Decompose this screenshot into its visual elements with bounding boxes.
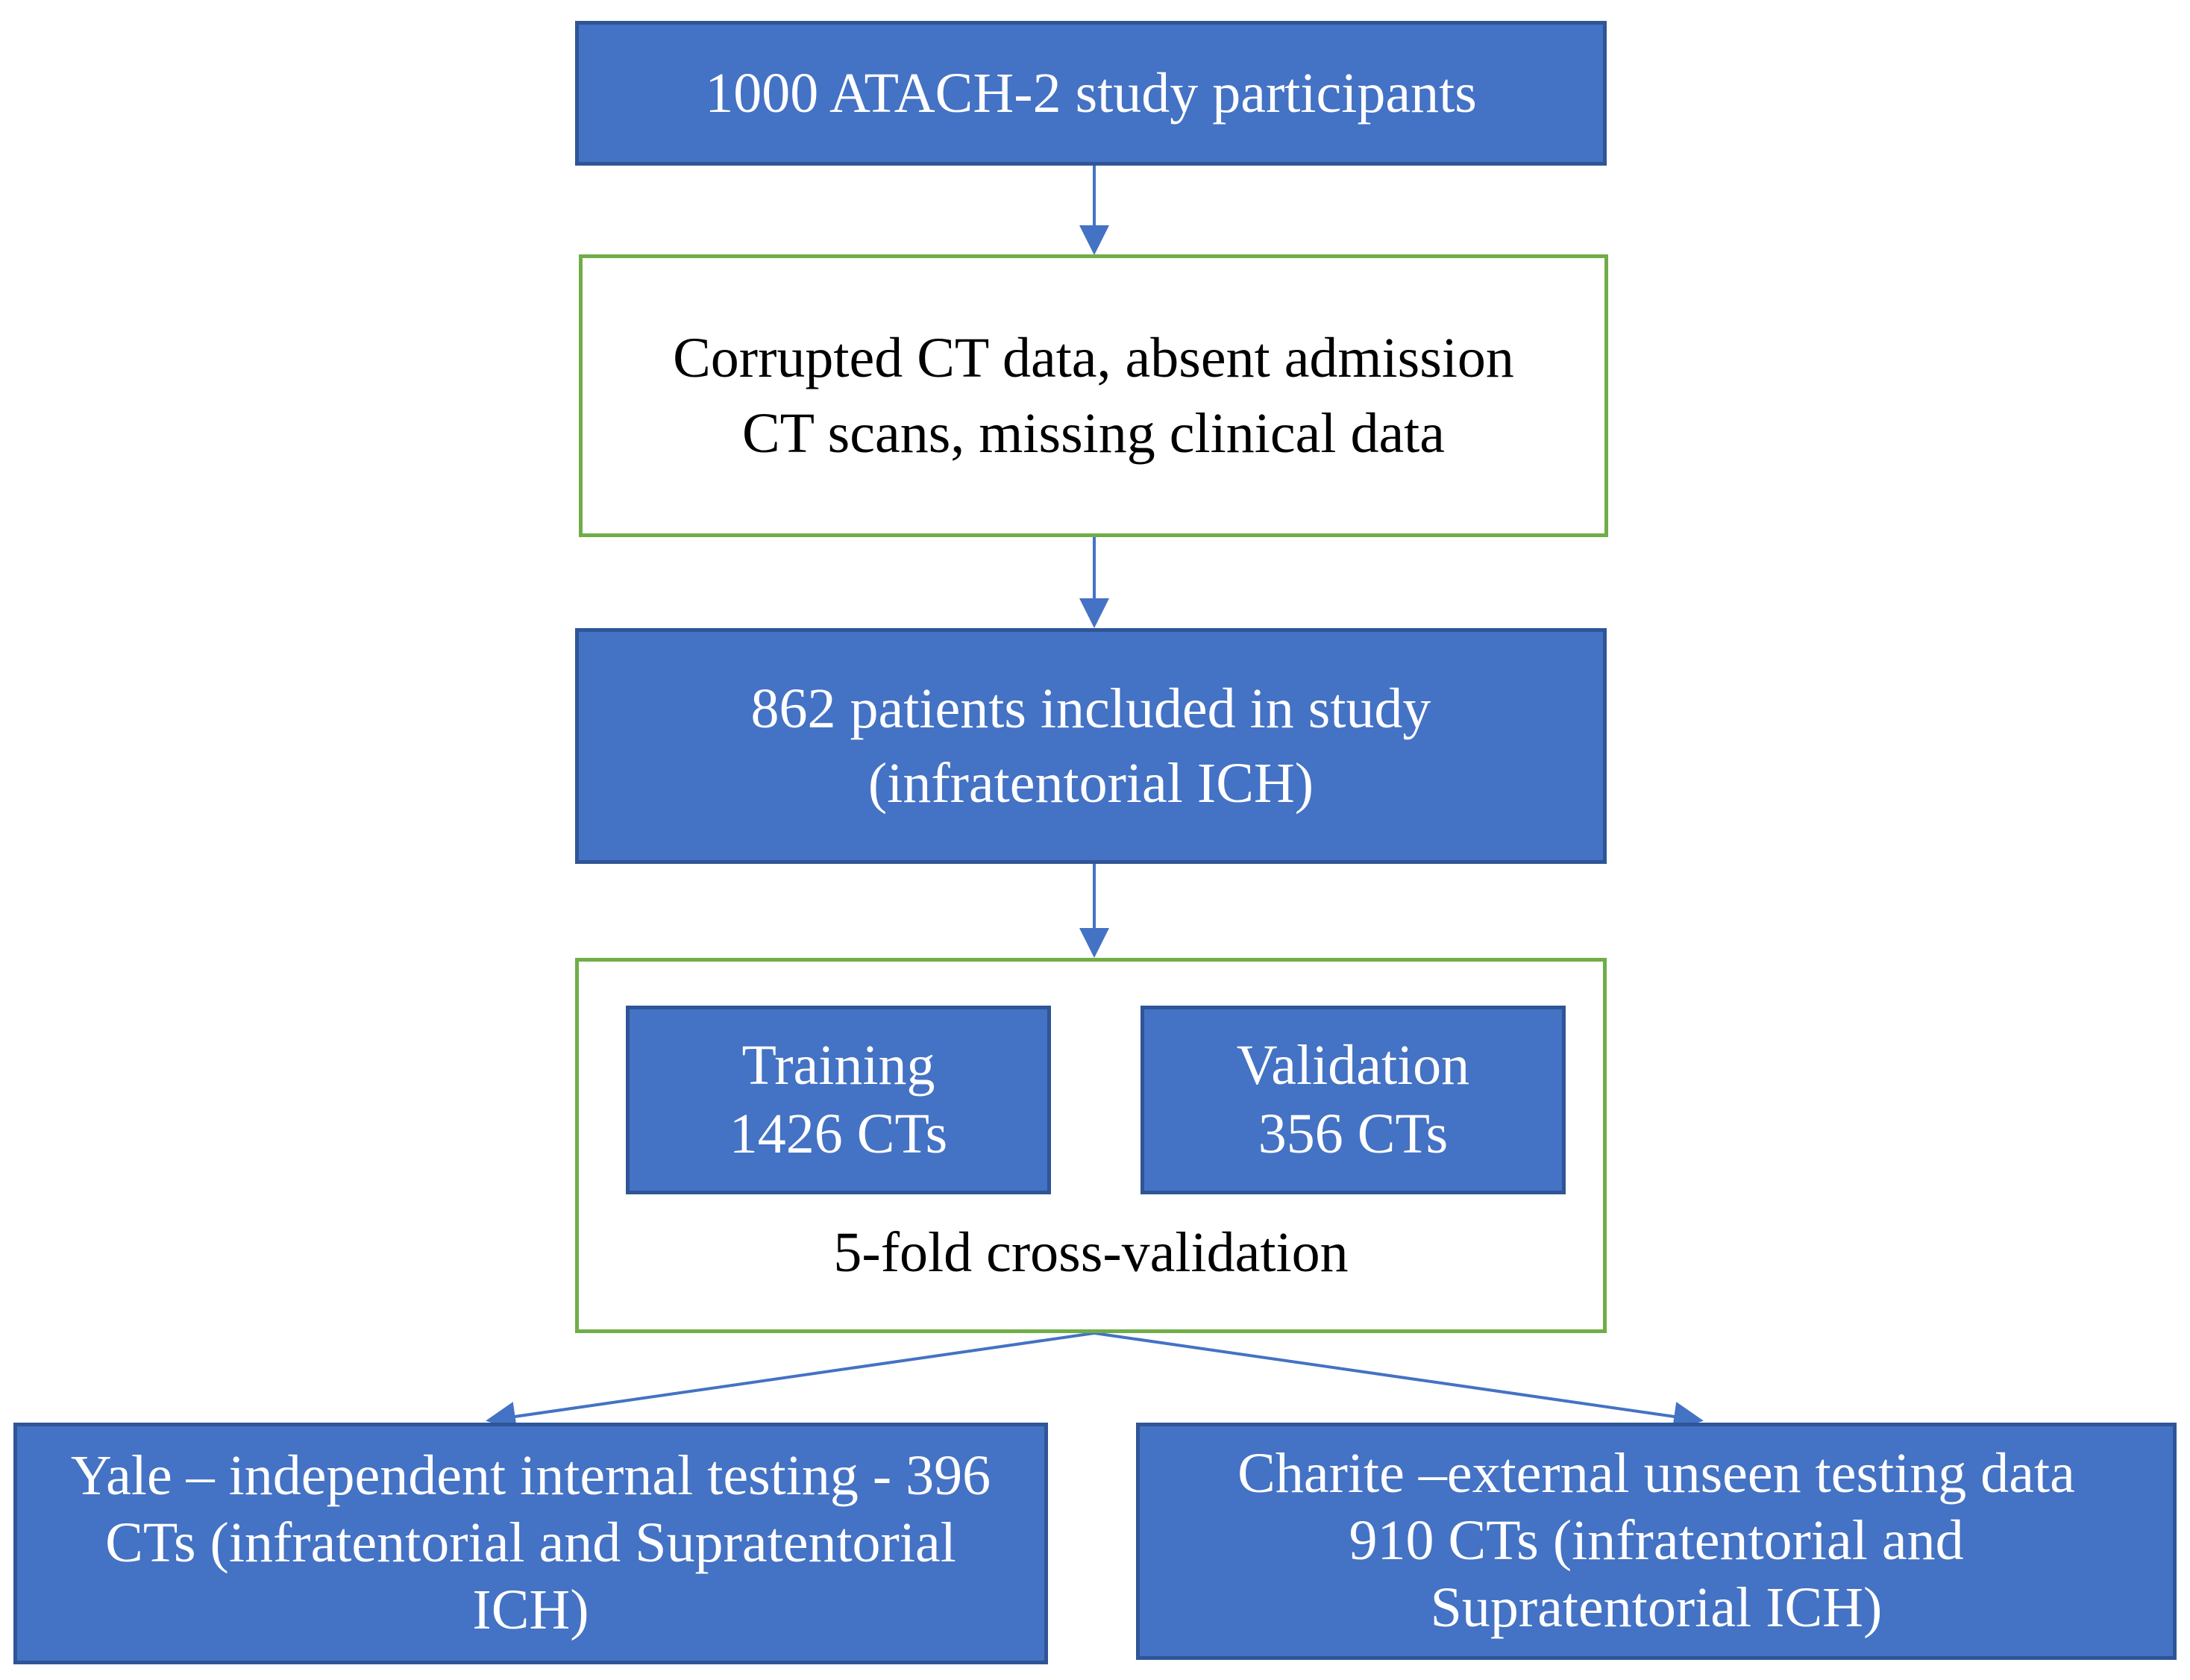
exclusion-text-line-2: CT scans, missing clinical data bbox=[741, 401, 1446, 465]
included-box: 862 patients included in study (infraten… bbox=[575, 628, 1607, 864]
participants-text: 1000 ATACH-2 study participants bbox=[705, 61, 1477, 125]
training-box: Training 1426 CTs bbox=[626, 1006, 1051, 1194]
crossval-label: 5-fold cross-validation bbox=[833, 1221, 1349, 1284]
exclusion-box: Corrupted CT data, absent admission CT s… bbox=[579, 254, 1608, 537]
charite-text-line-3: Supratentorial ICH) bbox=[1430, 1576, 1883, 1639]
yale-box: Yale – independent internal testing - 39… bbox=[13, 1423, 1048, 1664]
training-count: 1426 CTs bbox=[729, 1102, 948, 1165]
yale-text-line-3: ICH) bbox=[472, 1578, 589, 1641]
validation-label: Validation bbox=[1236, 1034, 1470, 1097]
included-text-line-1: 862 patients included in study bbox=[750, 677, 1431, 740]
charite-text-line-1: Charite –external unseen testing data bbox=[1237, 1442, 2075, 1505]
yale-text-line-2: CTs (infratentorial and Supratentorial bbox=[105, 1511, 956, 1575]
arrow-crossval-to-charite bbox=[1094, 1332, 1704, 1432]
arrow-crossval-to-yale bbox=[486, 1332, 1095, 1432]
training-label: Training bbox=[741, 1034, 935, 1097]
yale-text-line-1: Yale – independent internal testing - 39… bbox=[70, 1444, 991, 1508]
exclusion-text-line-1: Corrupted CT data, absent admission bbox=[673, 327, 1514, 390]
crossval-box: Training 1426 CTs Validation 356 CTs 5-f… bbox=[575, 958, 1607, 1333]
validation-box: Validation 356 CTs bbox=[1141, 1006, 1566, 1194]
validation-count: 356 CTs bbox=[1258, 1102, 1449, 1165]
charite-box: Charite –external unseen testing data 91… bbox=[1136, 1423, 2177, 1660]
included-text-line-2: (infratentorial ICH) bbox=[867, 752, 1314, 815]
participants-box: 1000 ATACH-2 study participants bbox=[575, 21, 1607, 166]
charite-text-line-2: 910 CTs (infratentorial and bbox=[1349, 1509, 1964, 1573]
